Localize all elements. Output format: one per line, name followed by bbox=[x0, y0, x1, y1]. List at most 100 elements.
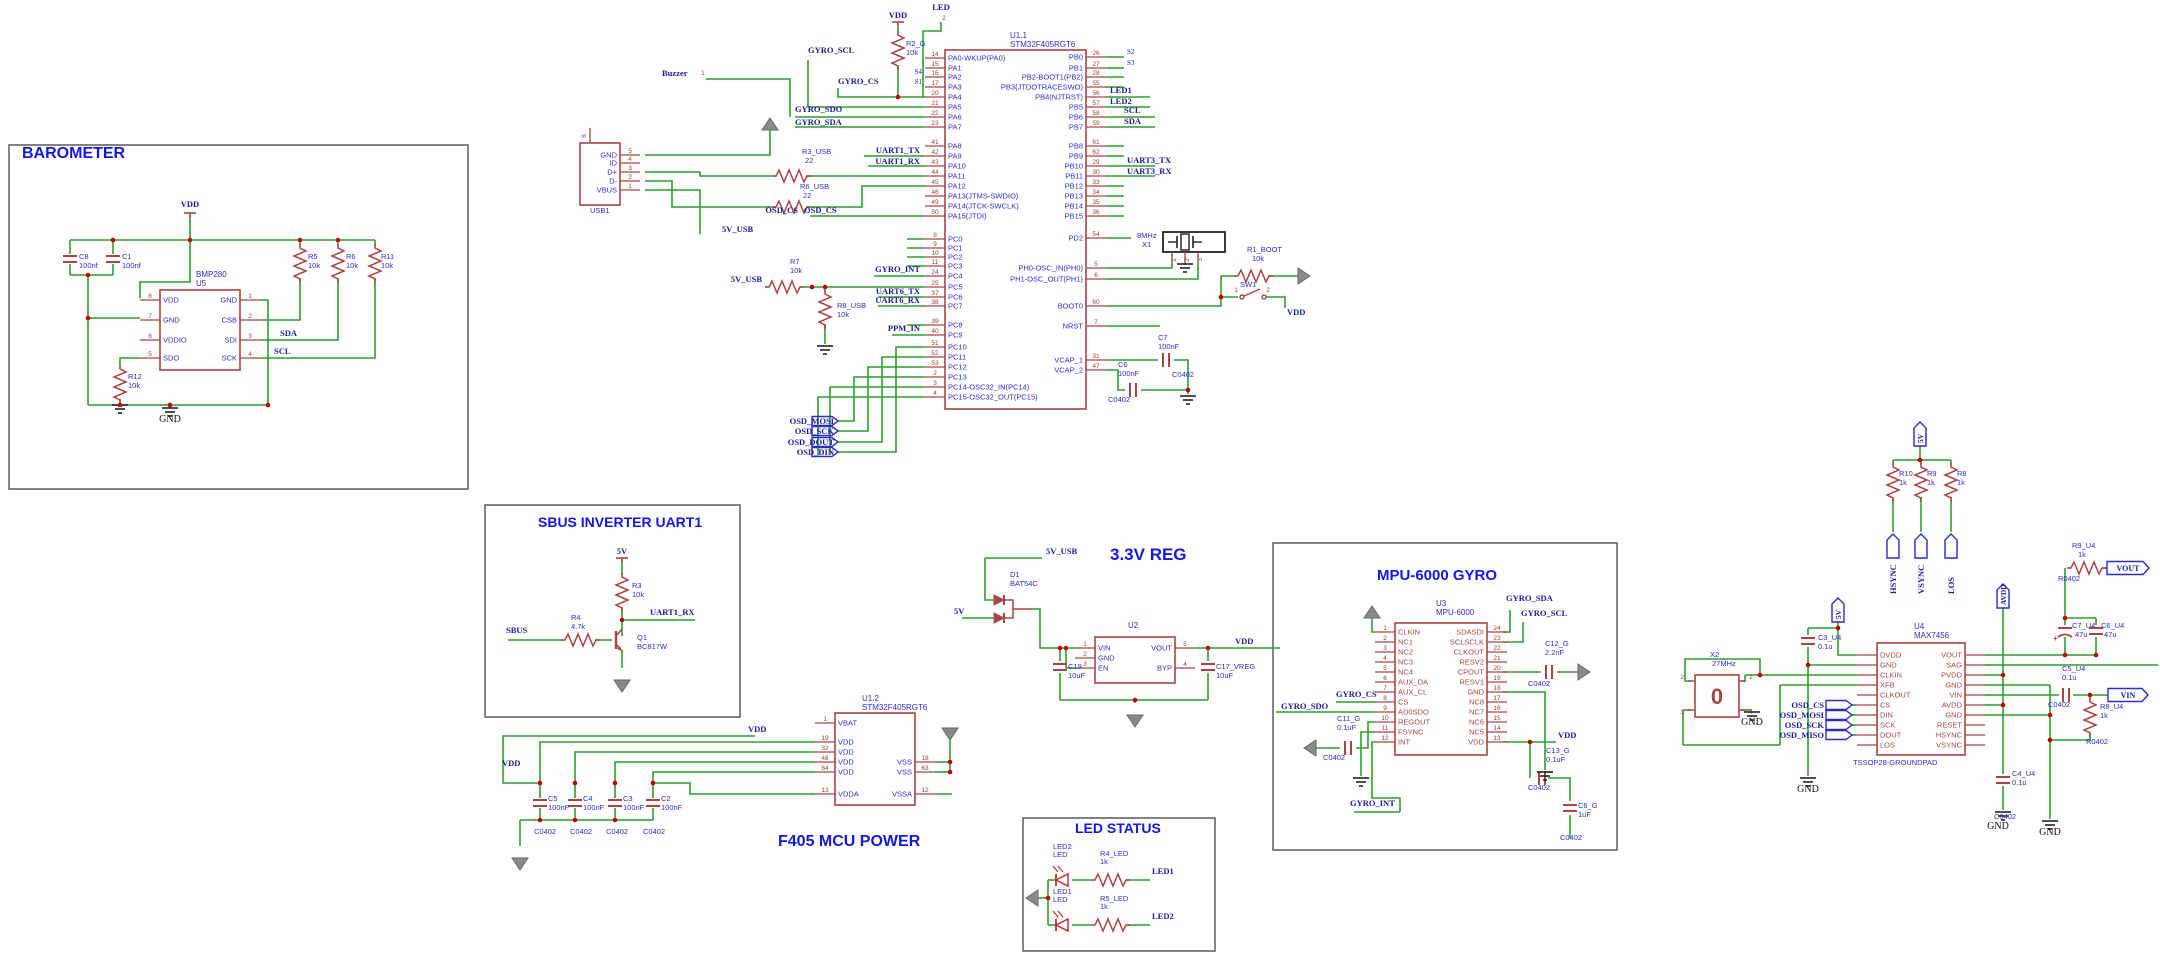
pin-name: PD2 bbox=[1068, 234, 1083, 243]
wire bbox=[2050, 732, 2091, 741]
pin-number-label: 2 bbox=[942, 15, 946, 22]
net-label: GYRO_SCL bbox=[808, 45, 855, 55]
pin-name: VSS bbox=[897, 758, 912, 767]
wire bbox=[807, 60, 925, 108]
resistor-R8 bbox=[1943, 463, 1959, 502]
resistor-body bbox=[292, 244, 308, 283]
ref-label: R10 bbox=[1899, 469, 1913, 478]
pin-number: 8 bbox=[148, 293, 152, 300]
ref-label: C0402 bbox=[643, 827, 665, 836]
net-label: SDA bbox=[280, 328, 298, 338]
power-flag-5V: 5V bbox=[1913, 421, 1927, 447]
resistor-R4_LED bbox=[1091, 872, 1130, 888]
junction-dot bbox=[612, 817, 618, 823]
wire bbox=[838, 376, 925, 422]
pin-number: 2 bbox=[248, 313, 252, 320]
wire bbox=[645, 171, 774, 177]
pin-name: CLKOUT bbox=[1454, 648, 1485, 657]
junction-dot bbox=[572, 817, 578, 823]
resistor-body bbox=[330, 244, 346, 283]
net-label: OSD_MOSI bbox=[1780, 710, 1825, 720]
pin-number: 19 bbox=[821, 735, 829, 742]
pin-name: PB13 bbox=[1065, 192, 1083, 201]
ref-label: R5 bbox=[308, 252, 318, 261]
pin-number: 8 bbox=[933, 232, 937, 239]
oscillator-X2: 0 bbox=[1688, 674, 1746, 718]
pin-number: 21 bbox=[1493, 655, 1501, 662]
wire bbox=[1837, 628, 1857, 656]
junction-dot bbox=[187, 237, 193, 243]
resistor-body bbox=[890, 31, 906, 70]
pin-number: 17 bbox=[931, 80, 939, 87]
junction-dot bbox=[1757, 672, 1763, 678]
capacitor-C8 bbox=[63, 255, 77, 263]
pin-number: 50 bbox=[931, 209, 939, 216]
pin-name: PA8 bbox=[948, 142, 962, 151]
ground-icon bbox=[1995, 811, 2011, 821]
crystal-outline bbox=[1162, 231, 1226, 253]
led-ray bbox=[1057, 865, 1064, 873]
pin-number: 31 bbox=[1092, 353, 1100, 360]
ref-label: C19 bbox=[1068, 662, 1082, 671]
pin-name: VDD bbox=[838, 738, 854, 747]
pin-name: XFB bbox=[1880, 681, 1895, 690]
pin-number: 43 bbox=[931, 159, 939, 166]
ref-label: C5_U4 bbox=[2062, 664, 2085, 673]
junction-dot bbox=[2000, 672, 2006, 678]
pin-number: 63 bbox=[921, 765, 929, 772]
junction-dot bbox=[335, 237, 341, 243]
resistor-R10 bbox=[1885, 463, 1901, 502]
capacitor-C4_U4 bbox=[1996, 776, 2010, 784]
ic-value: MAX7456 bbox=[1914, 631, 1950, 640]
pin-number-label: 3 bbox=[1680, 709, 1684, 716]
pin-number: 15 bbox=[1493, 715, 1501, 722]
pin-name: PC2 bbox=[948, 253, 963, 262]
pin-number-label: 2 bbox=[1184, 258, 1191, 262]
pin-name: SCLSCLK bbox=[1450, 638, 1484, 647]
net-label: UART6_TX bbox=[876, 286, 921, 296]
led-triangle bbox=[1054, 917, 1069, 933]
pin-name: PA4 bbox=[948, 93, 962, 102]
port-shape bbox=[2107, 687, 2149, 703]
pin-name: CPOUT bbox=[1458, 668, 1485, 677]
pin-number: 18 bbox=[921, 755, 929, 762]
ref-label: C7_U4 bbox=[2072, 621, 2095, 630]
net-label: GYRO_SDA bbox=[1506, 593, 1554, 603]
pin-number: 1 bbox=[823, 716, 827, 723]
pin-number: 59 bbox=[1092, 120, 1100, 127]
pin-name: SCK bbox=[222, 354, 237, 363]
ref-label: 1k bbox=[1100, 857, 1108, 866]
port-shape bbox=[1825, 709, 1854, 721]
ref-label: 22 bbox=[805, 156, 813, 165]
resistor-body bbox=[614, 573, 630, 612]
pin-number: 62 bbox=[1092, 149, 1100, 156]
diode-triangle bbox=[993, 594, 1006, 606]
wire bbox=[119, 357, 140, 367]
net-label: VDD bbox=[502, 758, 520, 768]
net-label: OSD_DOUT bbox=[788, 437, 835, 447]
port-LOS: LOS bbox=[1944, 533, 1958, 594]
ground-icon bbox=[1800, 777, 1816, 787]
junction-dot bbox=[85, 272, 91, 278]
pin-name: NRST bbox=[1063, 322, 1084, 331]
resistor-R5 bbox=[292, 244, 308, 283]
section-title: LED STATUS bbox=[1075, 820, 1161, 836]
pin-number: 3 bbox=[1383, 645, 1387, 652]
ref-label: 8MHz bbox=[1137, 231, 1157, 240]
pin-name: DVDD bbox=[1880, 651, 1902, 660]
net-label: 5V_USB bbox=[722, 224, 754, 234]
ref-label: 10k bbox=[308, 261, 320, 270]
ref-label: R11 bbox=[381, 252, 394, 261]
wire bbox=[1741, 675, 1746, 682]
resistor-body bbox=[2082, 698, 2098, 737]
pin-number: 5 bbox=[1094, 261, 1098, 268]
net-label: 5V bbox=[617, 546, 628, 556]
pin-number: 12 bbox=[921, 787, 929, 794]
pin-number: 49 bbox=[931, 199, 939, 206]
pin-name: EN bbox=[1098, 664, 1108, 673]
junction-dot bbox=[947, 769, 953, 775]
gnd-label: GND bbox=[1987, 821, 2009, 832]
ground-icon bbox=[1180, 395, 1196, 405]
net-label: UART1_RX bbox=[875, 156, 920, 166]
pin-name: PB10 bbox=[1065, 162, 1083, 171]
